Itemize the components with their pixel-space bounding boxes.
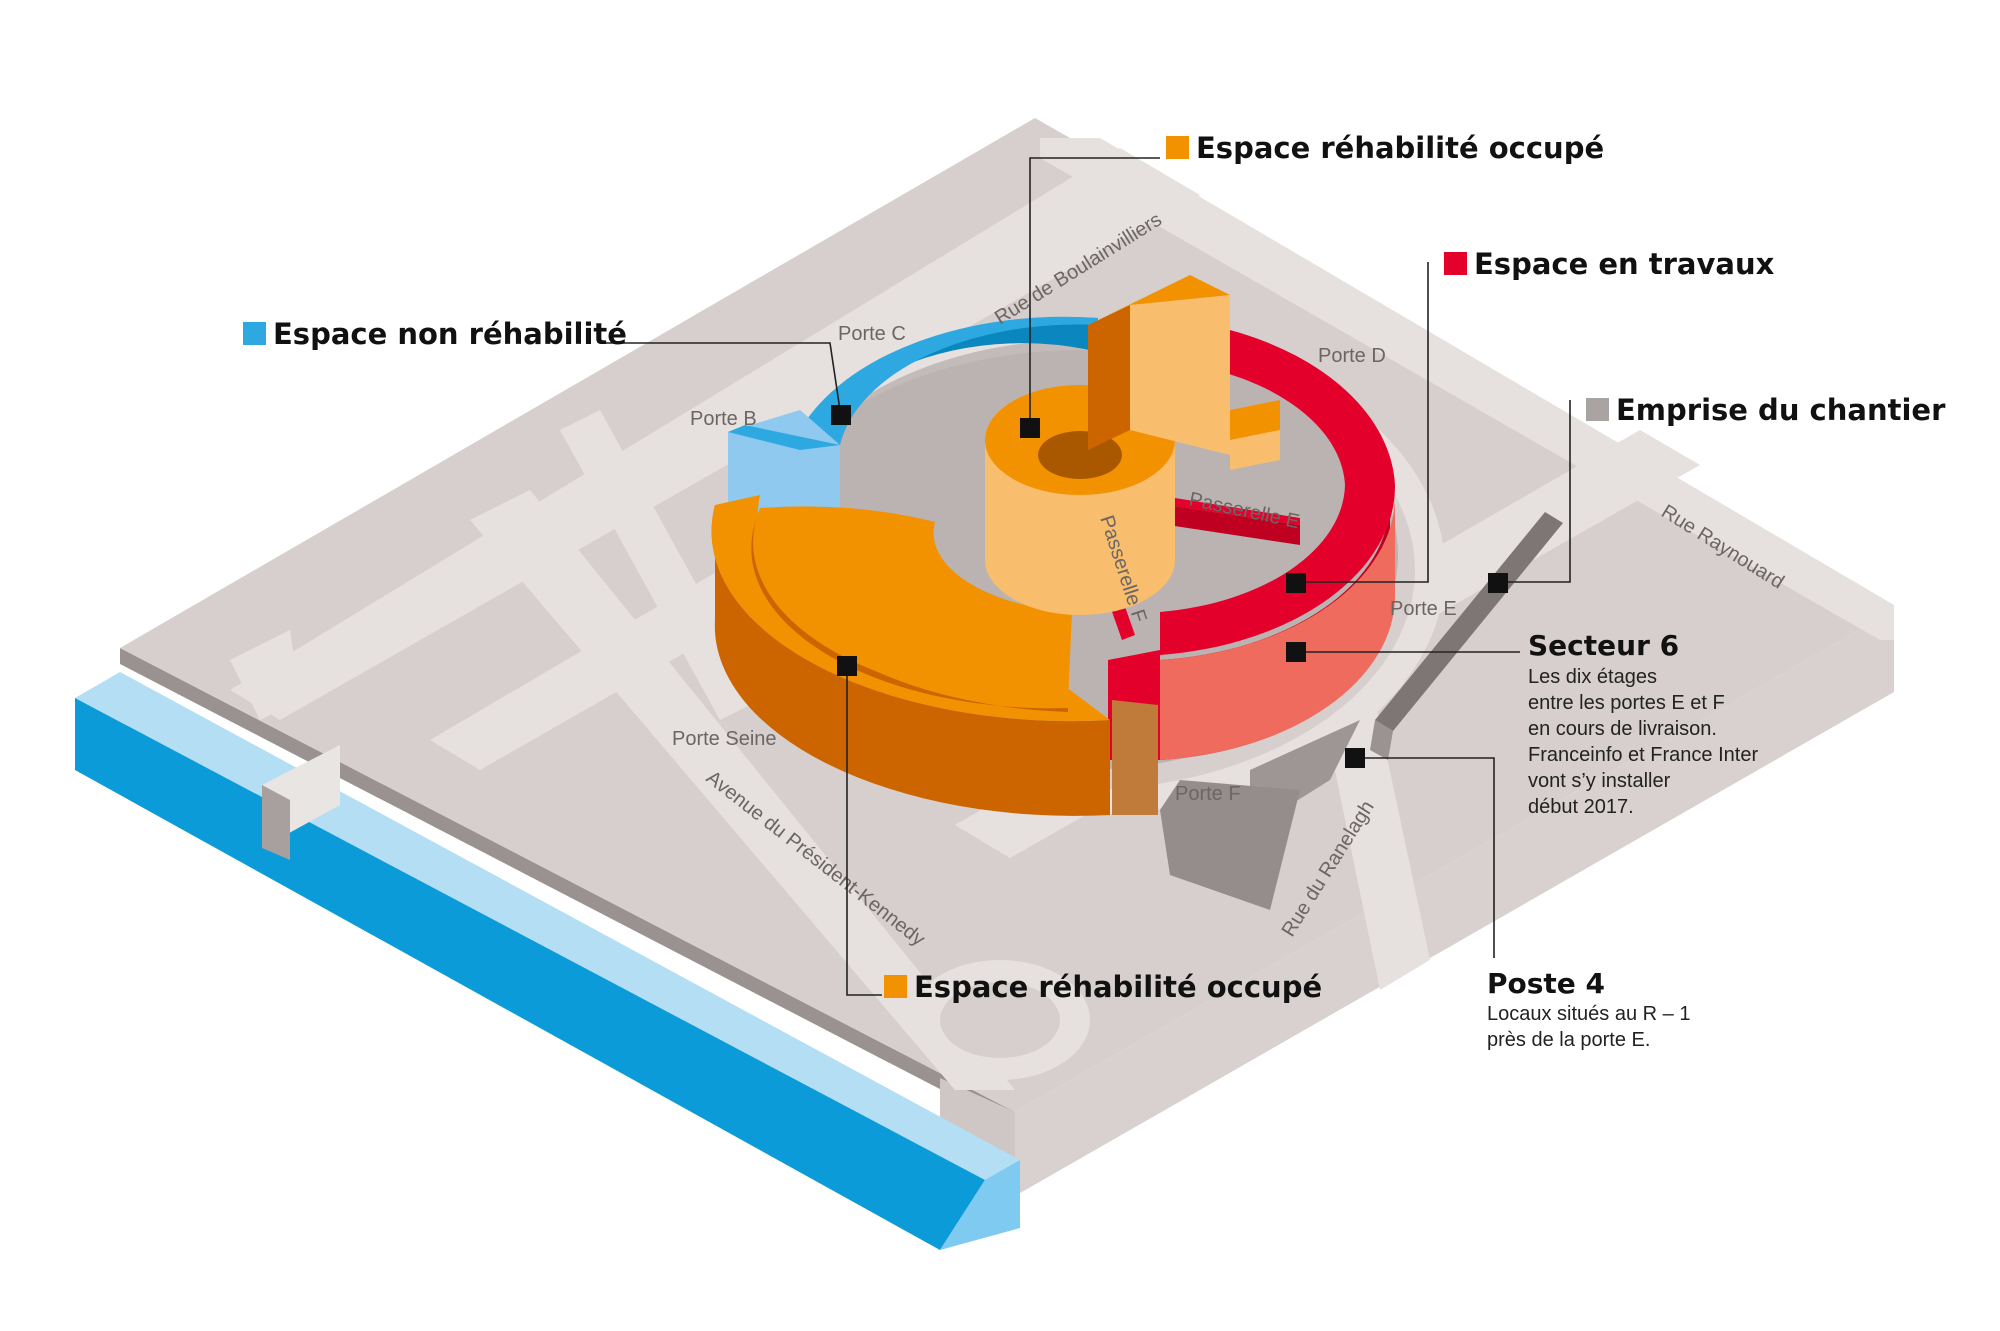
secteur-6-line-6: début 2017. [1528, 796, 1634, 818]
legend-swatch-blue [243, 322, 266, 345]
legend-swatch-red [1444, 252, 1467, 275]
secteur-6-line-1: Les dix étages [1528, 666, 1657, 688]
ring-non-rehabilite [822, 317, 1098, 510]
label-porte-f: Porte F [1175, 783, 1241, 805]
secteur-6-note: Secteur 6 Les dix étages entre les porte… [1528, 629, 1758, 818]
label-porte-c: Porte C [838, 323, 906, 345]
marker-emprise [1488, 573, 1508, 593]
poste-4-note: Poste 4 Locaux situés au R – 1 près de l… [1487, 967, 1690, 1051]
legend-non-rehab: Espace non réhabilité [243, 317, 627, 351]
legend-label-travaux: Espace en travaux [1474, 247, 1775, 281]
secteur-6-line-2: entre les portes E et F [1528, 692, 1725, 714]
marker-rehab-top [1020, 418, 1040, 438]
legend-swatch-grey [1586, 398, 1609, 421]
secteur-6-title: Secteur 6 [1528, 629, 1679, 662]
legend: Espace réhabilité occupé Espace en trava… [243, 131, 1946, 1004]
marker-rehab-bottom [837, 656, 857, 676]
label-porte-seine: Porte Seine [672, 728, 777, 750]
poste-4-line-1: Locaux situés au R – 1 [1487, 1003, 1690, 1025]
poste-4-title: Poste 4 [1487, 967, 1605, 1000]
marker-non-rehab [831, 405, 851, 425]
secteur-6-line-5: vont s’y installer [1528, 770, 1671, 792]
label-porte-e: Porte E [1390, 598, 1457, 620]
ring-rehabilite-occupe-front [711, 505, 1110, 816]
legend-emprise: Emprise du chantier [1586, 393, 1946, 427]
secteur-6-facade [1160, 495, 1396, 760]
marker-secteur-6 [1286, 642, 1306, 662]
label-porte-b: Porte B [690, 408, 757, 430]
legend-rehab-top: Espace réhabilité occupé [1166, 131, 1604, 165]
marker-travaux [1286, 573, 1306, 593]
legend-label-emprise: Emprise du chantier [1616, 393, 1946, 427]
river-seine [75, 672, 1020, 1250]
radio-house-building [711, 275, 1398, 816]
legend-label-rehab-bottom: Espace réhabilité occupé [914, 970, 1322, 1004]
passerelle-e [1168, 505, 1300, 545]
legend-travaux: Espace en travaux [1444, 247, 1775, 281]
legend-rehab-bottom: Espace réhabilité occupé [884, 970, 1322, 1004]
marker-poste-4 [1345, 748, 1365, 768]
legend-label-non-rehab: Espace non réhabilité [273, 317, 627, 351]
legend-label-rehab-top: Espace réhabilité occupé [1196, 131, 1604, 165]
leaders [600, 157, 1571, 996]
secteur-6-line-3: en cours de livraison. [1528, 718, 1717, 740]
legend-swatch-orange [1166, 136, 1189, 159]
legend-swatch-orange-bottom [884, 975, 907, 998]
secteur-6-line-4: Franceinfo et France Inter [1528, 744, 1758, 766]
poste-4-line-2: près de la porte E. [1487, 1029, 1650, 1051]
label-porte-d: Porte D [1318, 345, 1386, 367]
emprise-chantier-zones [1160, 512, 1563, 910]
